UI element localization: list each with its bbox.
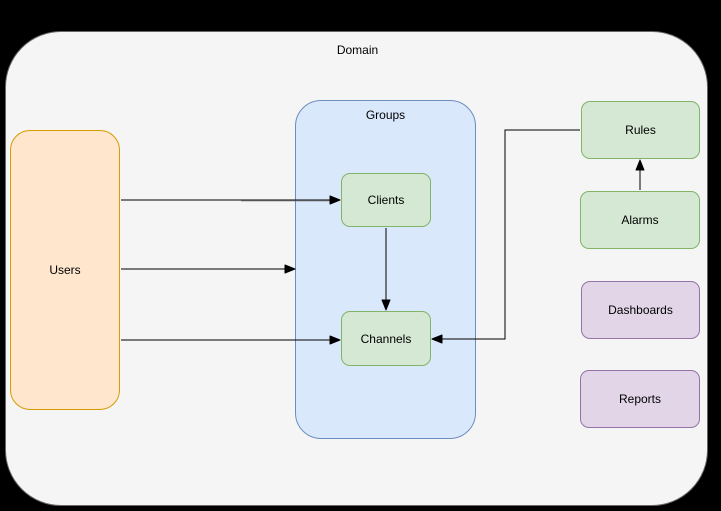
groups-label: Groups [365,108,406,122]
node-dashboards: Dashboards [581,281,700,339]
node-reports-label: Reports [618,392,662,406]
node-rules-label: Rules [625,123,656,137]
groups-container [295,100,476,439]
node-clients-label: Clients [367,193,405,207]
node-alarms: Alarms [580,191,700,249]
domain-label: Domain [336,43,379,57]
node-alarms-label: Alarms [621,213,659,227]
node-channels: Channels [341,311,431,366]
node-rules: Rules [581,101,700,159]
node-users-label: Users [49,263,81,277]
node-users: Users [10,130,120,410]
node-clients: Clients [341,173,431,227]
node-reports: Reports [580,370,700,428]
node-dashboards-label: Dashboards [608,303,673,317]
node-channels-label: Channels [360,331,412,346]
